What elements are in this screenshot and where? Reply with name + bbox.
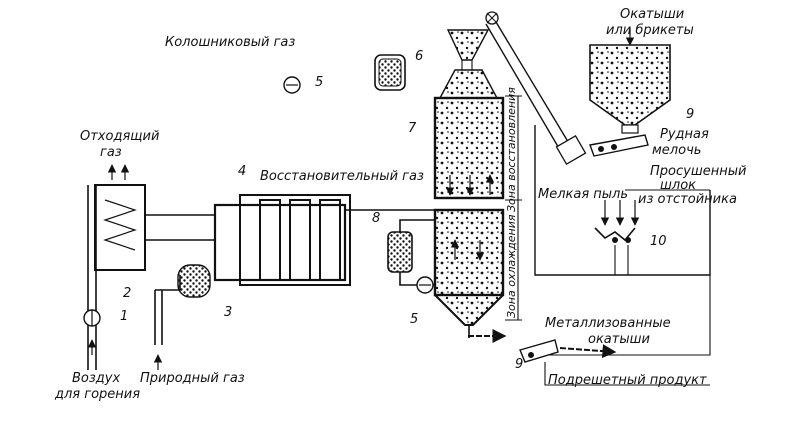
- label-exhaust-gas-1: Отходящий: [80, 129, 159, 144]
- label-natural-gas: Природный газ: [140, 371, 245, 386]
- label-sludge-2: шлок: [660, 178, 696, 193]
- label-pellets-2: или брикеты: [606, 23, 694, 38]
- label-metallized-1: Металлизованные: [545, 316, 671, 331]
- label-number-3: 3: [224, 305, 232, 320]
- label-metallized-2: окатыши: [588, 332, 650, 347]
- label-sludge-3: из отстойника: [638, 192, 737, 207]
- label-undersize: Подрешетный продукт: [548, 373, 707, 388]
- cooling-loop: [387, 219, 435, 294]
- label-ore-fines-1: Рудная: [660, 127, 709, 142]
- pellet-hopper: [589, 28, 671, 134]
- label-sludge-1: Просушенный: [650, 164, 746, 179]
- air-supply: [83, 185, 101, 370]
- label-air-2: для горения: [54, 387, 140, 402]
- label-number-1: 1: [120, 309, 128, 324]
- shaft-furnace-7: [433, 29, 522, 326]
- preheater-2: [94, 164, 215, 271]
- label-number-5-upper: 5: [315, 75, 323, 90]
- conveyor: [485, 11, 587, 166]
- label-reduction-zone: Зона восстановления: [505, 87, 518, 212]
- fan-5-upper: [283, 76, 301, 94]
- label-number-2: 2: [123, 286, 131, 301]
- label-number-7: 7: [408, 121, 417, 136]
- label-pellets-1: Окатыши: [620, 7, 684, 22]
- return-line: [545, 275, 711, 356]
- label-number-10: 10: [650, 234, 667, 249]
- reformer-4: [213, 194, 435, 286]
- label-flue-gas: Колошниковый газ: [165, 35, 295, 50]
- label-number-5-lower: 5: [410, 312, 418, 327]
- natural-gas-supply: [153, 264, 211, 370]
- label-number-9-upper: 9: [686, 107, 694, 122]
- separator-10: [534, 125, 711, 276]
- pellet-outlet: [468, 325, 507, 343]
- label-cooling-zone: Зона охлаждения: [505, 214, 518, 318]
- label-number-6: 6: [415, 49, 423, 64]
- label-ore-fines-2: мелочь: [652, 143, 701, 158]
- label-air-1: Воздух: [72, 371, 120, 386]
- label-fine-dust: Мелкая пыль: [538, 187, 628, 202]
- screen-9-lower: [519, 339, 710, 386]
- label-number-8: 8: [372, 211, 380, 226]
- cooler-6: [374, 54, 406, 91]
- label-number-4: 4: [238, 164, 246, 179]
- label-reducing-gas: Восстановительный газ: [260, 169, 424, 184]
- label-exhaust-gas-2: газ: [100, 145, 122, 160]
- label-number-9-lower: 9: [515, 357, 523, 372]
- screen-9-upper: [589, 134, 649, 157]
